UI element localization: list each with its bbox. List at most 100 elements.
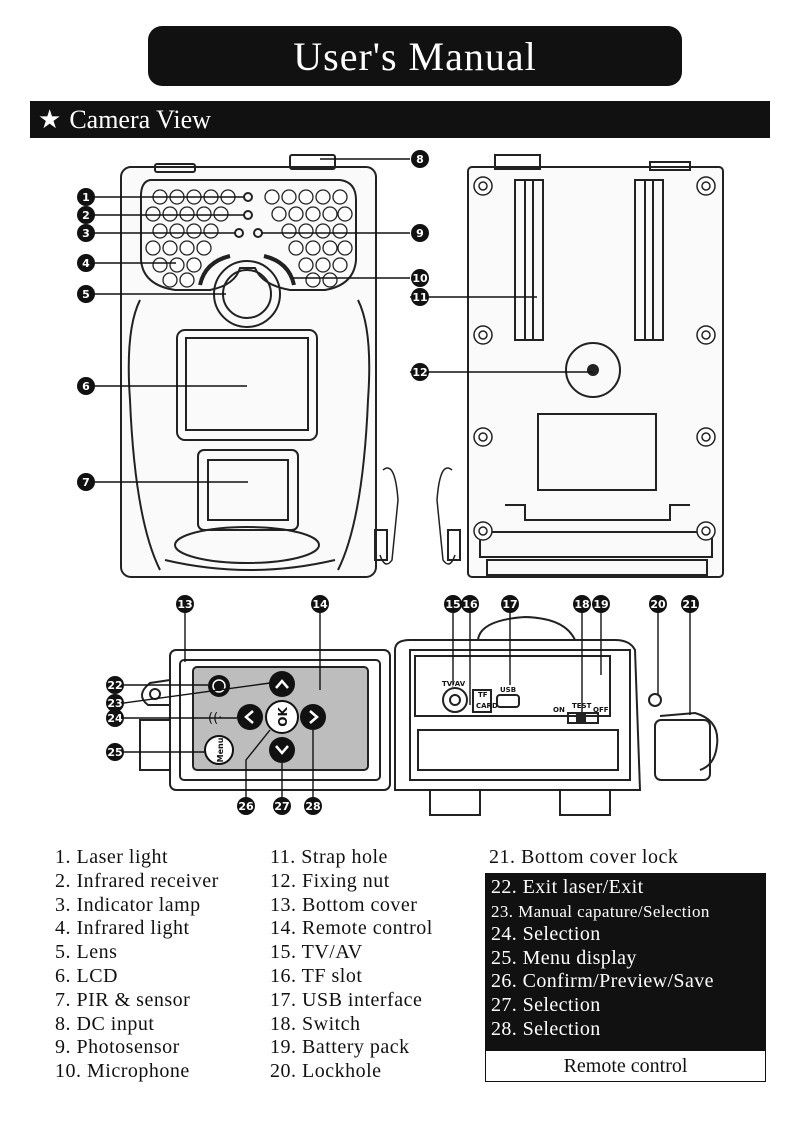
legend-item: 10. Microphone (55, 1060, 190, 1083)
callout-18 (573, 595, 591, 613)
legend-item: 21. Bottom cover lock (489, 846, 679, 868)
callout-10-label: 10 (412, 272, 428, 285)
legend-item: 6. LCD (55, 964, 118, 987)
callout-22-label: 22 (107, 679, 122, 692)
callout-24 (106, 709, 124, 727)
callout-9-label: 9 (416, 227, 424, 240)
callout-7-label: 7 (82, 476, 90, 489)
section-title: Camera View (69, 104, 211, 134)
legend-item: 14. Remote control (270, 917, 433, 940)
remote-item: 26. Confirm/Preview/Save (491, 970, 714, 993)
legend-item: 4. Infrared light (55, 917, 190, 940)
callout-4-label: 4 (82, 257, 90, 270)
callout-8 (411, 150, 429, 168)
down-arrow-icon (269, 737, 295, 763)
legend-item: 2. Infrared receiver (55, 869, 219, 892)
callout-21-label: 21 (682, 598, 697, 611)
callout-25 (106, 743, 124, 761)
callout-3 (77, 224, 95, 242)
legend-item: 18. Switch (270, 1012, 361, 1035)
callout-15-label: 15 (445, 598, 460, 611)
section-header: ★ Camera View (30, 101, 770, 138)
legend-item: 1. Laser light (55, 846, 169, 868)
remote-item: 23. Manual capature/Selection (491, 901, 710, 921)
remote-item: 24. Selection (491, 923, 601, 946)
callout-28 (304, 797, 322, 815)
legend-column-1: 1. Laser light 2. Infrared receiver 3. I… (55, 846, 219, 1084)
callout-2-label: 2 (82, 209, 90, 222)
callout-12 (411, 363, 429, 381)
callout-21 (681, 595, 699, 613)
right-arrow-icon (300, 704, 326, 730)
callout-22 (106, 676, 124, 694)
callout-17 (501, 595, 519, 613)
callout-1 (77, 188, 95, 206)
callout-1-label: 1 (82, 191, 90, 204)
off-label: OFF (593, 706, 609, 714)
remote-item: 27. Selection (491, 993, 601, 1016)
callout-7 (77, 473, 95, 491)
usb-label: USB (500, 686, 516, 694)
callout-14-label: 14 (312, 598, 328, 611)
callout-6 (77, 377, 95, 395)
callout-26-label: 26 (238, 800, 254, 813)
callout-20 (649, 595, 667, 613)
legend-item: 19. Battery pack (270, 1036, 410, 1059)
remote-item: 22. Exit laser/Exit (491, 876, 644, 898)
callout-23-label: 23 (107, 697, 122, 710)
callout-10 (411, 269, 429, 287)
callout-23 (106, 694, 124, 712)
callout-13 (176, 595, 194, 613)
callout-16-label: 16 (462, 598, 478, 611)
callout-12-label: 12 (412, 366, 427, 379)
callout-16 (461, 595, 479, 613)
callout-27 (273, 797, 291, 815)
callout-18-label: 18 (574, 598, 589, 611)
callout-24-label: 24 (107, 712, 123, 725)
callout-9 (411, 224, 429, 242)
remote-control-legend: 22. Exit laser/Exit 23. Manual capature/… (485, 873, 766, 1050)
legend-item: 17. USB interface (270, 988, 423, 1011)
callout-28-label: 28 (305, 800, 320, 813)
camera-front-body (120, 166, 377, 578)
remote-item: 25. Menu display (491, 946, 637, 969)
legend-item: 15. TV/AV (270, 941, 363, 964)
legend-item: 9. Photosensor (55, 1036, 180, 1059)
callout-4 (77, 254, 95, 272)
callout-17-label: 17 (502, 598, 517, 611)
card-label: CARD (476, 702, 498, 710)
callout-5-label: 5 (82, 288, 90, 301)
ok-label: OK (276, 707, 290, 727)
left-arrow-icon (237, 704, 263, 730)
callout-20-label: 20 (650, 598, 666, 611)
legend-item: 5. Lens (55, 941, 118, 964)
menu-label: Menu (216, 737, 225, 762)
callout-11-label: 11 (412, 291, 427, 304)
exit-button-icon (208, 675, 230, 697)
menu-button-icon (204, 735, 234, 765)
tf-label: TF (478, 691, 488, 699)
star-icon: ★ (38, 104, 62, 134)
callout-3-label: 3 (82, 227, 90, 240)
callout-14 (311, 595, 329, 613)
on-label: ON (553, 706, 565, 714)
callout-27-label: 27 (274, 800, 289, 813)
legend-item: 11. Strap hole (270, 846, 388, 868)
callout-13-label: 13 (177, 598, 192, 611)
legend-item: 7. PIR & sensor (55, 988, 191, 1011)
callout-2 (77, 206, 95, 224)
legend-column-3: 21. Bottom cover lock (489, 846, 678, 870)
callout-19 (592, 595, 610, 613)
callout-6-label: 6 (82, 380, 90, 393)
legend-item: 12. Fixing nut (270, 869, 390, 892)
callout-15 (444, 595, 462, 613)
up-arrow-icon (269, 671, 295, 697)
page-title: User's Manual (148, 26, 682, 86)
legend-item: 13. Bottom cover (270, 893, 418, 916)
callout-11 (411, 288, 429, 306)
callout-25-label: 25 (107, 746, 122, 759)
callout-26 (237, 797, 255, 815)
legend-item: 16. TF slot (270, 964, 363, 987)
legend-item: 3. Indicator lamp (55, 893, 201, 916)
